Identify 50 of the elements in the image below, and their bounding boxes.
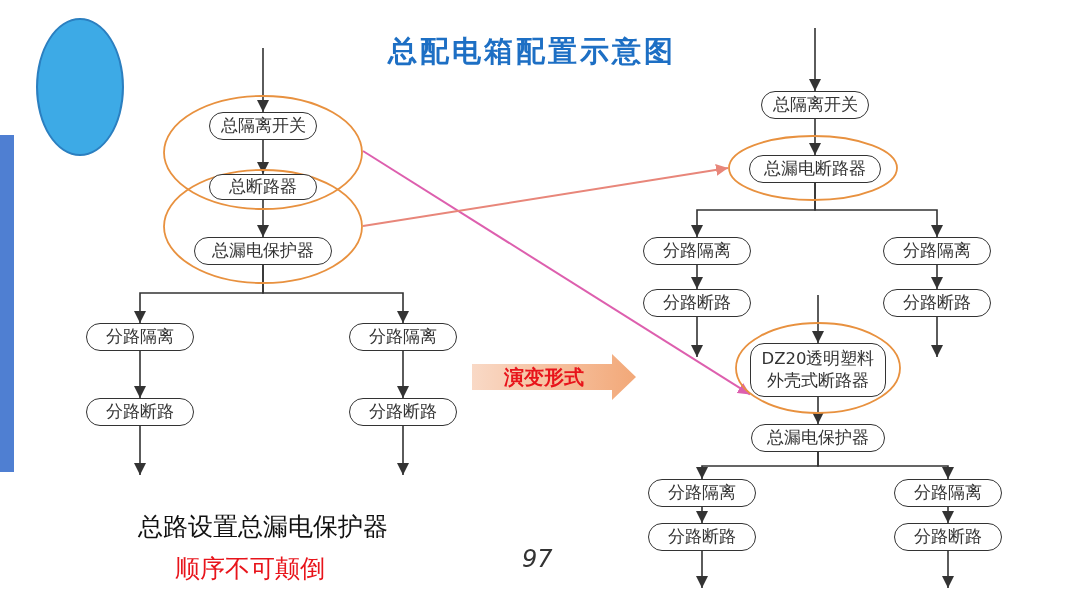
arrow xyxy=(362,150,751,396)
process-box: 分路隔离 xyxy=(86,323,194,351)
process-box: 总漏电断路器 xyxy=(749,155,881,183)
arrow xyxy=(397,425,409,476)
arrow xyxy=(257,199,269,238)
arrow xyxy=(942,506,954,524)
highlight-ellipse xyxy=(735,322,901,414)
arrow xyxy=(696,550,708,589)
process-box: 分路断路 xyxy=(86,398,194,426)
arrow xyxy=(257,139,269,175)
process-box: 分路断路 xyxy=(648,523,756,551)
caption-text: 总路设置总漏电保护器 xyxy=(137,511,389,543)
arrow xyxy=(942,550,954,589)
arrow xyxy=(696,506,708,524)
process-box: 分路隔离 xyxy=(648,479,756,507)
arrow xyxy=(397,350,409,399)
arrow xyxy=(134,425,146,476)
process-box: 分路隔离 xyxy=(643,237,751,265)
page-number: 97 xyxy=(522,545,553,573)
arrow xyxy=(814,182,943,238)
process-box: 总隔离开关 xyxy=(761,91,869,119)
arrow xyxy=(812,396,824,425)
arrow xyxy=(262,264,409,324)
process-box: 总漏电保护器 xyxy=(751,424,885,452)
process-box: 总漏电保护器 xyxy=(194,237,332,265)
arrow xyxy=(134,350,146,399)
process-box: 分路断路 xyxy=(894,523,1002,551)
arrow xyxy=(809,118,821,156)
arrow xyxy=(931,316,943,358)
process-box: 总断路器 xyxy=(209,174,317,200)
process-box: 分路隔离 xyxy=(883,237,991,265)
process-box: 总隔离开关 xyxy=(209,112,317,140)
title: 总配电箱配置示意图 xyxy=(386,33,677,70)
process-box: 分路隔离 xyxy=(894,479,1002,507)
process-box: 分路断路 xyxy=(883,289,991,317)
arrow xyxy=(257,47,269,113)
warning-text: 顺序不可颠倒 xyxy=(174,553,326,585)
process-box: 分路隔离 xyxy=(349,323,457,351)
block-arrow: 演变形式 xyxy=(472,354,636,400)
arrow xyxy=(812,294,824,344)
process-box: DZ20透明塑料外壳式断路器 xyxy=(750,343,886,397)
arrow xyxy=(362,163,729,227)
arrow xyxy=(931,264,943,290)
highlight-ellipse xyxy=(728,135,898,201)
arrow xyxy=(691,316,703,358)
process-box: 分路断路 xyxy=(643,289,751,317)
arrow xyxy=(691,264,703,290)
arrow xyxy=(817,451,954,480)
arrow xyxy=(809,27,821,92)
process-box: 分路断路 xyxy=(349,398,457,426)
